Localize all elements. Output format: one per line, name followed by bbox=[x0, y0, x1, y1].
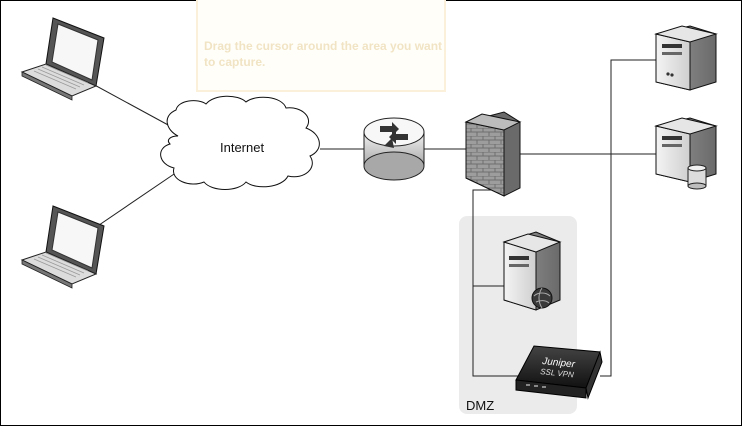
firewall-icon bbox=[464, 111, 522, 197]
capture-hint-text: Drag the cursor around the area you want… bbox=[204, 39, 443, 69]
vpn-brand-label: Juniper bbox=[541, 356, 576, 371]
ssl-vpn-appliance-icon bbox=[515, 345, 603, 400]
internet-label: Internet bbox=[220, 140, 264, 155]
database-server-icon bbox=[654, 117, 718, 190]
server-icon bbox=[654, 25, 718, 91]
vpn-model-label: SSL VPN bbox=[540, 367, 575, 379]
laptop-icon bbox=[20, 205, 105, 289]
internet-cloud-icon bbox=[160, 95, 320, 190]
web-server-icon bbox=[502, 231, 562, 311]
capture-hint-box bbox=[196, 0, 446, 92]
router-icon bbox=[363, 117, 425, 181]
dmz-label: DMZ bbox=[466, 398, 494, 413]
laptop-icon bbox=[20, 17, 105, 101]
